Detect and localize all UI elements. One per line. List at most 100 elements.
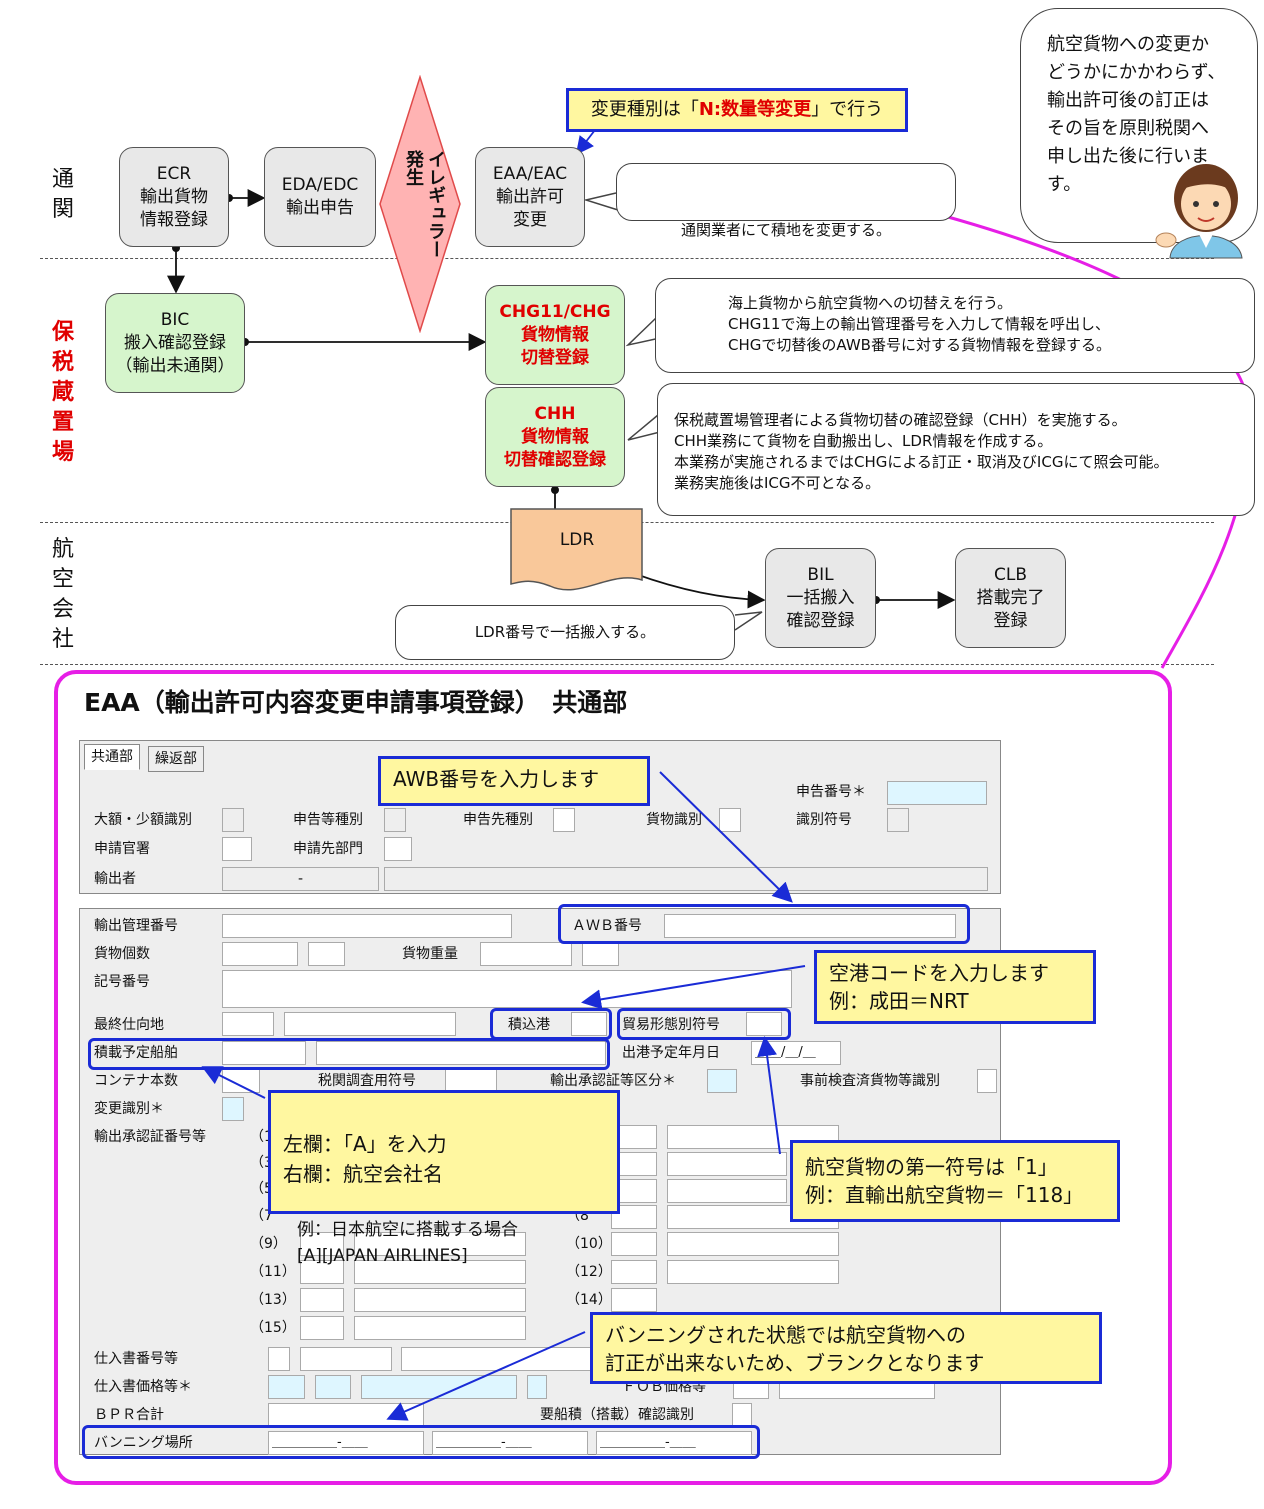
input-dept[interactable] — [384, 837, 412, 861]
input-invoice-currency[interactable] — [315, 1375, 351, 1399]
input-pre-inspected[interactable] — [977, 1069, 997, 1093]
input-package-count[interactable] — [222, 942, 298, 966]
cert-right-code[interactable] — [611, 1232, 657, 1256]
label-office: 申請官署 — [94, 841, 150, 857]
input-export-mgmt-no[interactable] — [222, 914, 512, 938]
cert-left-no[interactable] — [354, 1288, 526, 1312]
input-vessel-name[interactable] — [316, 1041, 606, 1065]
row-label-15: （15） — [250, 1320, 296, 1336]
label-decl-type: 申告等種別 — [293, 812, 363, 828]
label-gross-weight: 貨物重量 — [402, 946, 458, 962]
label-vanning-place: バンニング場所 — [94, 1435, 193, 1451]
input-final-dest-name[interactable] — [284, 1012, 456, 1036]
flow-node-chh: CHH 貨物情報 切替確認登録 — [485, 387, 625, 487]
row-label-14: （14） — [566, 1292, 612, 1308]
flow-node-clb: CLB 搭載完了 登録 — [955, 548, 1066, 648]
tab-repeat[interactable]: 繰返部 — [148, 746, 204, 772]
flow-node-eaa: EAA/EAC 輸出許可 変更 — [475, 147, 585, 247]
broker-suffix: 。 — [876, 221, 892, 239]
ldr-document-shape — [510, 508, 643, 591]
input-export-cert-class[interactable] — [707, 1069, 737, 1093]
label-change-class: 変更識別＊ — [94, 1101, 164, 1117]
row-label-13: （13） — [250, 1292, 296, 1308]
cert-right-no[interactable] — [667, 1152, 787, 1176]
cert-left-code[interactable] — [300, 1316, 344, 1340]
cert-right-no[interactable] — [667, 1179, 787, 1203]
lane-divider — [40, 258, 1214, 259]
cert-left-code[interactable] — [300, 1232, 344, 1256]
label-dept: 申請先部門 — [293, 841, 363, 857]
cert-right-code[interactable] — [611, 1260, 657, 1284]
change-type-value: N:数量等変更 — [698, 99, 812, 120]
input-invoice-cond[interactable] — [268, 1375, 305, 1399]
input-marks[interactable] — [222, 970, 792, 1008]
label-container-count: コンテナ本数 — [94, 1073, 178, 1089]
input-id-code[interactable] — [887, 808, 909, 832]
input-invoice-no[interactable] — [300, 1347, 392, 1371]
lane-divider — [40, 664, 1214, 665]
flow-connectors — [167, 129, 956, 631]
input-amount-class[interactable] — [222, 808, 244, 832]
input-invoice-no-2[interactable] — [401, 1347, 601, 1371]
flow-node-bic: BIC 搬入確認登録 （輸出未通関） — [105, 293, 245, 393]
row-label-7: （7 — [250, 1208, 273, 1224]
lane-label-bonded: 保 税 蔵 置 場 — [51, 320, 74, 465]
input-invoice-amount[interactable] — [361, 1375, 517, 1399]
input-container-count[interactable] — [222, 1069, 260, 1093]
cert-left-no[interactable] — [354, 1260, 526, 1284]
input-trade-type[interactable] — [746, 1012, 782, 1036]
label-exporter: 輸出者 — [94, 871, 136, 887]
input-invoice-extra[interactable] — [527, 1375, 547, 1399]
label-export-cert-class: 輸出承認証等区分＊ — [550, 1073, 676, 1089]
broker-highlight: 積地を変更する — [770, 221, 876, 239]
input-exporter-name[interactable] — [384, 867, 988, 891]
input-invoice-class[interactable] — [268, 1347, 290, 1371]
label-declaration-no: 申告番号＊ — [796, 784, 866, 800]
input-exporter-code[interactable]: - — [222, 867, 379, 891]
input-vanning-place-2[interactable]: ＿＿＿＿＿-＿＿ — [432, 1431, 588, 1455]
chh-callout: 保税蔵置場管理者による貨物切替の確認登録（CHH）を実施する。 CHH業務にて貨… — [657, 383, 1255, 516]
vanning-blank: ＿＿＿＿＿-＿＿ — [600, 1435, 696, 1450]
annotation-trade-type: 航空貨物の第一符号は「1」 例：直輸出航空貨物＝「118」 — [790, 1140, 1120, 1222]
input-final-dest-code[interactable] — [222, 1012, 274, 1036]
cert-left-code[interactable] — [300, 1260, 344, 1284]
cert-left-code[interactable] — [300, 1288, 344, 1312]
label-pre-inspected: 事前検査済貨物等識別 — [800, 1073, 940, 1089]
annotation-vessel-example: 例：日本航空に搭載する場合 [A][JAPAN AIRLINES] — [297, 1220, 518, 1266]
input-office[interactable] — [222, 837, 252, 861]
label-loading-port: 積込港 — [508, 1017, 550, 1033]
person-icon — [1155, 164, 1243, 259]
cert-right-no[interactable] — [667, 1232, 839, 1256]
input-declaration-no[interactable] — [887, 781, 987, 805]
irregular-diamond — [379, 75, 461, 333]
flow-node-chg: CHG11/CHG 貨物情報 切替登録 — [485, 285, 625, 385]
cert-left-no[interactable] — [354, 1232, 526, 1256]
input-loading-port[interactable] — [571, 1012, 607, 1036]
label-invoice-no: 仕入書番号等 — [94, 1351, 178, 1367]
label-decl-dest-type: 申告先種別 — [463, 812, 533, 828]
input-gross-weight[interactable] — [480, 942, 572, 966]
row-label-11: （11） — [250, 1264, 296, 1280]
label-invoice-value: 仕入書価格等＊ — [94, 1379, 192, 1395]
cert-right-code[interactable] — [611, 1288, 657, 1312]
input-vessel-code[interactable] — [222, 1041, 306, 1065]
input-cargo-class[interactable] — [719, 808, 741, 832]
input-decl-type[interactable] — [384, 808, 406, 832]
tab-common[interactable]: 共通部 — [84, 744, 140, 770]
input-decl-dest-type[interactable] — [553, 808, 575, 832]
input-vanning-place-1[interactable]: ＿＿＿＿＿-＿＿ — [268, 1431, 424, 1455]
input-package-unit[interactable] — [308, 942, 345, 966]
chg-callout: 海上貨物から航空貨物への切替えを行う。 CHG11で海上の輸出管理番号を入力して… — [655, 278, 1255, 373]
label-awb-no: ＡＷＢ番号 — [572, 918, 642, 934]
input-vanning-place-3[interactable]: ＿＿＿＿＿-＿＿ — [596, 1431, 752, 1455]
input-awb-no[interactable] — [664, 914, 956, 938]
exporter-dash: - — [297, 871, 304, 887]
lane-label-airline: 航 空 会 社 — [51, 537, 74, 652]
vanning-blank: ＿＿＿＿＿-＿＿ — [272, 1435, 368, 1450]
change-type-note: 変更種別は「N:数量等変更」で行う — [566, 88, 908, 132]
cert-right-no[interactable] — [667, 1260, 839, 1284]
cert-left-no[interactable] — [354, 1316, 526, 1340]
label-package-count: 貨物個数 — [94, 946, 150, 962]
broker-callout: 通関業者にて積地を変更する。 — [616, 163, 956, 239]
input-change-class[interactable] — [222, 1097, 244, 1121]
